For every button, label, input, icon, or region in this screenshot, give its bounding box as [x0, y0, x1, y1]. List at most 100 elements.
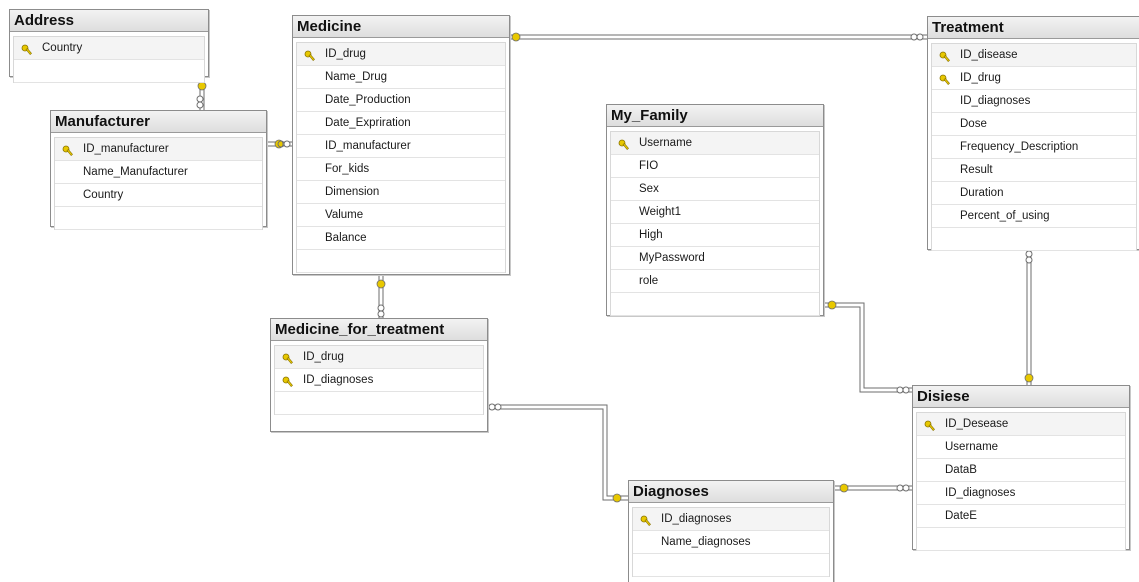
column-username[interactable]: Username	[917, 436, 1125, 459]
column-name: Duration	[960, 187, 1004, 199]
primary-key-icon	[282, 351, 294, 364]
column-result[interactable]: Result	[932, 159, 1136, 182]
key-end-icon	[839, 483, 849, 493]
column-duration[interactable]: Duration	[932, 182, 1136, 205]
column-datab[interactable]: DataB	[917, 459, 1125, 482]
column-country[interactable]: Country	[55, 184, 262, 207]
column-name: ID_manufacturer	[325, 140, 411, 152]
column-name: ID_drug	[325, 48, 366, 60]
column-weight1[interactable]: Weight1	[611, 201, 819, 224]
column-frequency-description[interactable]: Frequency_Description	[932, 136, 1136, 159]
column-valume[interactable]: Valume	[297, 204, 505, 227]
column-id-disease[interactable]: ID_disease	[932, 44, 1136, 67]
empty-row	[932, 228, 1136, 251]
column-username[interactable]: Username	[611, 132, 819, 155]
column-dose[interactable]: Dose	[932, 113, 1136, 136]
column-name: Frequency_Description	[960, 141, 1079, 153]
column-id-diagnoses[interactable]: ID_diagnoses	[932, 90, 1136, 113]
column-list: Country	[13, 36, 205, 83]
column-name: ID_disease	[960, 49, 1018, 61]
column-name: role	[639, 275, 659, 287]
column-name: Dose	[960, 118, 987, 130]
column-name: Username	[945, 441, 999, 453]
column-name-manufacturer[interactable]: Name_Manufacturer	[55, 161, 262, 184]
column-fio[interactable]: FIO	[611, 155, 819, 178]
column-name: MyPassword	[639, 252, 705, 264]
column-id-diagnoses[interactable]: ID_diagnoses	[275, 369, 483, 392]
column-name: Country	[42, 42, 83, 54]
column-id-drug[interactable]: ID_drug	[275, 346, 483, 369]
column-id-manufacturer[interactable]: ID_manufacturer	[55, 138, 262, 161]
column-name-diagnoses[interactable]: Name_diagnoses	[633, 531, 829, 554]
column-name: ID_drug	[960, 72, 1001, 84]
column-datee[interactable]: DateE	[917, 505, 1125, 528]
column-id-desease[interactable]: ID_Desease	[917, 413, 1125, 436]
table-title: Medicine	[293, 16, 509, 38]
primary-key-icon	[62, 143, 74, 156]
column-name: Country	[83, 189, 124, 201]
primary-key-icon	[21, 42, 33, 55]
column-date-expriration[interactable]: Date_Expriration	[297, 112, 505, 135]
empty-row	[14, 60, 204, 83]
column-name: Percent_of_using	[960, 210, 1050, 222]
column-mypassword[interactable]: MyPassword	[611, 247, 819, 270]
key-end-icon	[376, 279, 386, 289]
column-name: Date_Production	[325, 94, 411, 106]
empty-row	[275, 392, 483, 415]
column-name: Username	[639, 137, 693, 149]
column-id-drug[interactable]: ID_drug	[297, 43, 505, 66]
column-id-manufacturer[interactable]: ID_manufacturer	[297, 135, 505, 158]
column-high[interactable]: High	[611, 224, 819, 247]
column-name: For_kids	[325, 163, 370, 175]
table-title: Medicine_for_treatment	[271, 319, 487, 341]
column-dimension[interactable]: Dimension	[297, 181, 505, 204]
key-end-icon	[511, 32, 521, 42]
column-for-kids[interactable]: For_kids	[297, 158, 505, 181]
column-name: Dimension	[325, 186, 380, 198]
column-name: Valume	[325, 209, 364, 221]
table-title: My_Family	[607, 105, 823, 127]
column-sex[interactable]: Sex	[611, 178, 819, 201]
column-id-drug[interactable]: ID_drug	[932, 67, 1136, 90]
column-date-production[interactable]: Date_Production	[297, 89, 505, 112]
key-end-icon	[827, 300, 837, 310]
column-name: Weight1	[639, 206, 681, 218]
column-name: ID_diagnoses	[960, 95, 1031, 107]
column-name: ID_diagnoses	[661, 513, 732, 525]
table-title: Address	[10, 10, 208, 32]
column-name: Date_Expriration	[325, 117, 411, 129]
key-end-icon	[612, 493, 622, 503]
column-id-diagnoses[interactable]: ID_diagnoses	[917, 482, 1125, 505]
column-name: Result	[960, 164, 993, 176]
primary-key-icon	[924, 418, 936, 431]
key-end-icon	[274, 139, 284, 149]
column-name: Name_Manufacturer	[83, 166, 188, 178]
table-title: Diagnoses	[629, 481, 833, 503]
empty-row	[917, 528, 1125, 551]
column-country[interactable]: Country	[14, 37, 204, 60]
column-role[interactable]: role	[611, 270, 819, 293]
table-title: Disiese	[913, 386, 1129, 408]
column-name: FIO	[639, 160, 659, 172]
column-name-drug[interactable]: Name_Drug	[297, 66, 505, 89]
key-end-icon	[1024, 373, 1034, 383]
column-id-diagnoses[interactable]: ID_diagnoses	[633, 508, 829, 531]
column-balance[interactable]: Balance	[297, 227, 505, 250]
column-name: High	[639, 229, 663, 241]
column-percent-of-using[interactable]: Percent_of_using	[932, 205, 1136, 228]
primary-key-icon	[640, 513, 652, 526]
